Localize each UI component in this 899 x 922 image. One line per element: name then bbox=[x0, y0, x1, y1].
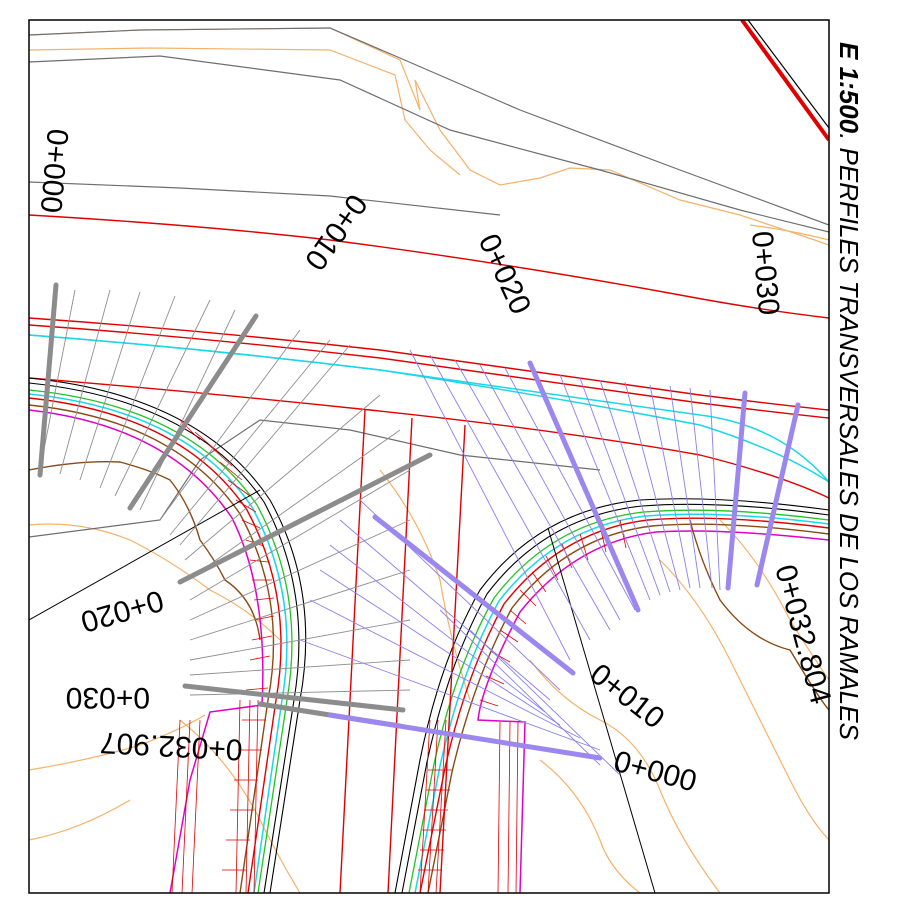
left-profile-fan bbox=[39, 289, 411, 696]
top-right-boundary bbox=[740, 20, 829, 142]
station-label: 0+032.907 bbox=[99, 726, 243, 766]
drawing-frame bbox=[28, 19, 830, 894]
gray-profile-markers bbox=[37, 282, 433, 729]
axis-lines bbox=[29, 489, 656, 893]
station-label: 0+020 bbox=[77, 583, 167, 638]
right-ramp bbox=[394, 498, 829, 893]
station-label: 0+020 bbox=[472, 229, 538, 319]
station-label: 0+000 bbox=[34, 127, 74, 214]
station-label: 0+000 bbox=[610, 745, 700, 799]
drawing-area bbox=[29, 20, 829, 893]
station-label: 0+032.804 bbox=[768, 561, 837, 707]
drawing-title: E 1:500. PERFILES TRANSVERSALES DE LOS R… bbox=[834, 42, 864, 741]
title-subtitle: . PERFILES TRANSVERSALES DE LOS RAMALES bbox=[834, 133, 864, 741]
station-label: 0+030 bbox=[66, 681, 150, 714]
station-label: 0+010 bbox=[298, 188, 373, 276]
contour-lines bbox=[29, 27, 829, 893]
right-ramp-hatch bbox=[418, 519, 627, 893]
upper-road-outlines bbox=[29, 27, 829, 233]
left-ramp-stations: 0+020 0+030 0+032.907 bbox=[66, 583, 244, 766]
right-ramp-stations: 0+032.804 0+010 0+000 bbox=[584, 561, 837, 798]
main-road bbox=[29, 214, 829, 538]
station-label: 0+030 bbox=[745, 230, 785, 317]
station-label: 0+010 bbox=[584, 658, 671, 736]
right-profile-fan bbox=[299, 349, 721, 776]
blue-profile-markers bbox=[327, 360, 801, 761]
scale-label: E 1:500 bbox=[834, 42, 864, 134]
title-line: E 1:500. PERFILES TRANSVERSALES DE LOS R… bbox=[834, 42, 864, 741]
